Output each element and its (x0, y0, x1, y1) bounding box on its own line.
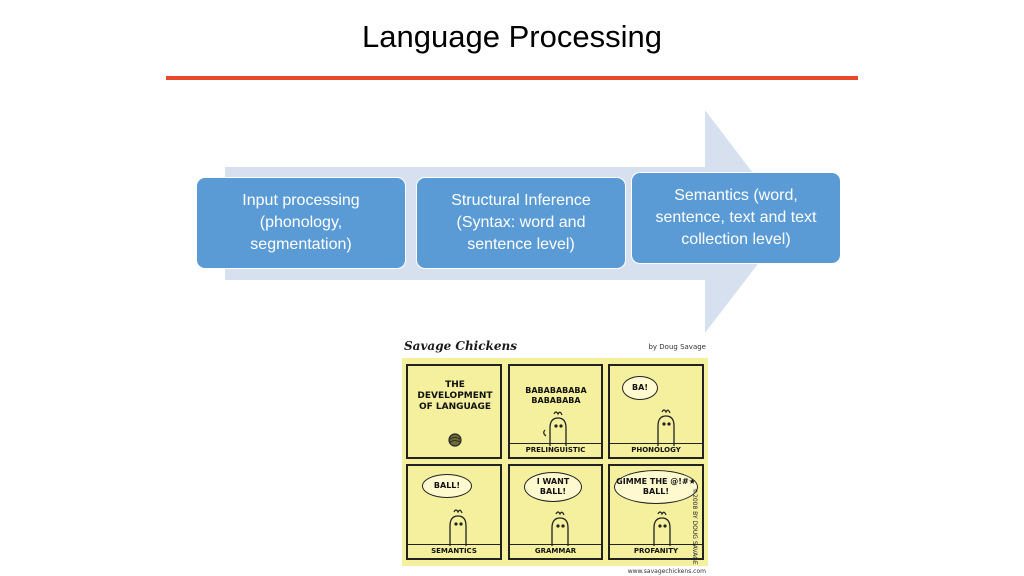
savage-chickens-comic: Savage Chickens by Doug Savage the DEVEL… (398, 336, 712, 576)
comic-panels: the DEVELOPMENT of LANGUAGE BABABABABA B… (402, 358, 708, 566)
comic-panel-semantics: BALL! SEMANTICS (406, 464, 502, 560)
speech-bubble-profanity: GIMME THE @!#★ BALL! (614, 470, 698, 504)
step-semantics: Semantics (word, sentence, text and text… (631, 172, 841, 264)
comic-copyright: ©2008 BY DOUG SAVAGE (691, 488, 698, 565)
comic-author: by Doug Savage (648, 343, 706, 351)
slide-title: Language Processing (362, 19, 662, 54)
step-structural-inference: Structural Inference (Syntax: word and s… (416, 177, 626, 269)
step-structural-inference-label: Structural Inference (Syntax: word and s… (451, 192, 591, 253)
step-input-processing-label: Input processing (phonology, segmentatio… (242, 192, 360, 253)
panel-caption-grammar: GRAMMAR (510, 544, 601, 558)
comic-panel-phonology: BA! PHONOLOGY (608, 364, 704, 459)
title-underline (166, 76, 858, 80)
panel-title-text: the DEVELOPMENT of LANGUAGE (417, 380, 493, 412)
comic-url: www.savagechickens.com (627, 568, 706, 575)
step-input-processing: Input processing (phonology, segmentatio… (196, 177, 406, 269)
chicken-icon (653, 511, 671, 546)
panel-caption-prelinguistic: PRELINGUISTIC (510, 443, 601, 457)
panel-caption-profanity: PROFANITY (610, 544, 702, 558)
comic-name: Savage Chickens (404, 339, 517, 353)
comic-panel-profanity: GIMME THE @!#★ BALL! PROFANITY (608, 464, 704, 560)
ball-icon (448, 433, 462, 447)
comic-panel-title: the DEVELOPMENT of LANGUAGE (406, 364, 502, 459)
speech-bubble-semantics: BALL! (422, 474, 472, 498)
speech-bubble-grammar: I WANT BALL! (524, 472, 582, 502)
chicken-icon (449, 509, 467, 546)
panel-caption-semantics: SEMANTICS (408, 544, 500, 558)
comic-panel-grammar: I WANT BALL! GRAMMAR (508, 464, 603, 560)
chicken-icon (657, 409, 675, 446)
panel-speech-prelinguistic: BABABABABA BABABABA (525, 386, 587, 405)
step-semantics-label: Semantics (word, sentence, text and text… (655, 187, 817, 248)
panel-caption-phonology: PHONOLOGY (610, 443, 702, 457)
comic-header: Savage Chickens by Doug Savage (398, 336, 712, 358)
chicken-icon (543, 411, 567, 446)
speech-bubble-phonology: BA! (622, 376, 658, 400)
comic-panel-prelinguistic: BABABABABA BABABABA PRELINGUISTIC (508, 364, 603, 459)
chicken-icon (551, 511, 569, 546)
